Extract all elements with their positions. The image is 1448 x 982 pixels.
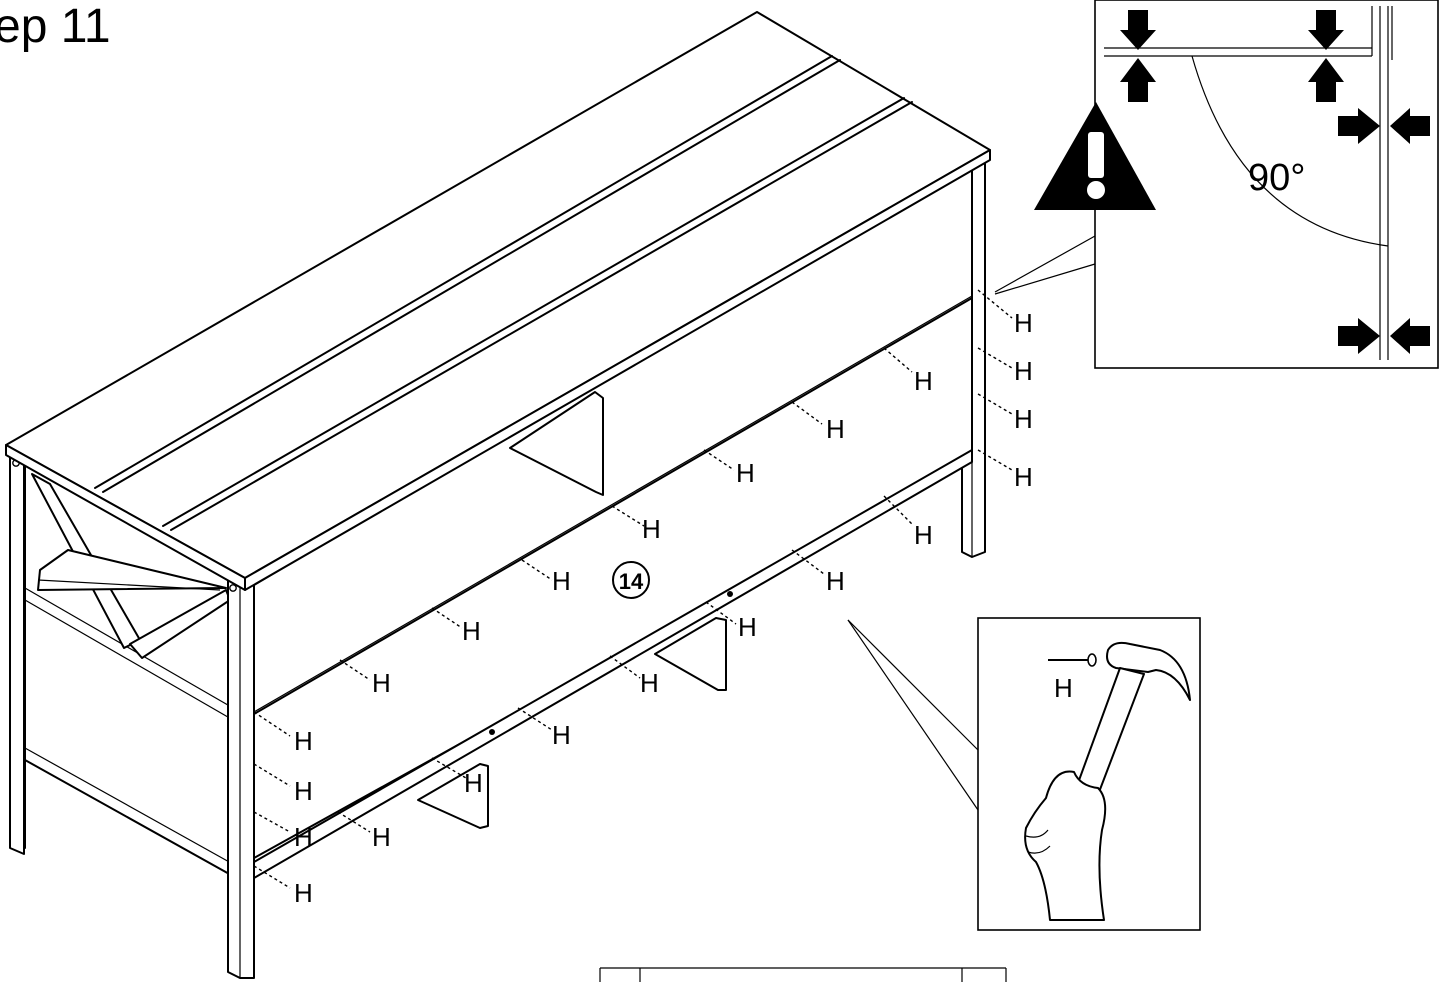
nail-label-2: H: [1014, 356, 1033, 386]
nail-label-21: H: [826, 566, 845, 596]
nail-label-12: H: [294, 726, 313, 756]
nail-label-18: H: [552, 720, 571, 750]
front-left-leg: [227, 577, 255, 979]
square-check-detail: 90°: [994, 0, 1439, 369]
hammer-icon: [1024, 641, 1191, 921]
nail-label-13: H: [294, 776, 313, 806]
nail-label-14: H: [294, 822, 313, 852]
nail-label-7: H: [736, 458, 755, 488]
nail-label-19: H: [640, 668, 659, 698]
nail-icon: [1048, 653, 1097, 667]
part-number: 14: [619, 569, 644, 594]
tv-stand-drawing: [5, 11, 991, 979]
nail-label-20: H: [738, 612, 757, 642]
nail-label-5: H: [914, 366, 933, 396]
nail-label-4: H: [1014, 462, 1033, 492]
hammer-detail: H: [847, 617, 1201, 931]
arrow-icon: [1120, 10, 1430, 354]
nail-leaders: [253, 289, 1013, 889]
angle-label: 90°: [1248, 157, 1305, 199]
back-left-leg: [9, 451, 25, 855]
nail-label-6: H: [826, 414, 845, 444]
nail-label-11: H: [372, 668, 391, 698]
warning-triangle-icon: [1034, 102, 1156, 210]
table-top: [5, 11, 991, 591]
part-14-callout: 14: [612, 561, 650, 599]
nail-label-16: H: [372, 822, 391, 852]
nail-label-3: H: [1014, 404, 1033, 434]
nail-label-8: H: [642, 514, 661, 544]
nail-label-1: H: [1014, 308, 1033, 338]
nail-label-22: H: [914, 520, 933, 550]
nail-label: H: [1054, 673, 1073, 703]
shelf-dividers: [417, 391, 727, 829]
nail-label-9: H: [552, 566, 571, 596]
nail-label-15: H: [294, 878, 313, 908]
nail-label-10: H: [462, 616, 481, 646]
next-figure-edge: [599, 967, 1007, 982]
step-title: ep 11: [0, 0, 111, 53]
nail-label-17: H: [464, 768, 483, 798]
